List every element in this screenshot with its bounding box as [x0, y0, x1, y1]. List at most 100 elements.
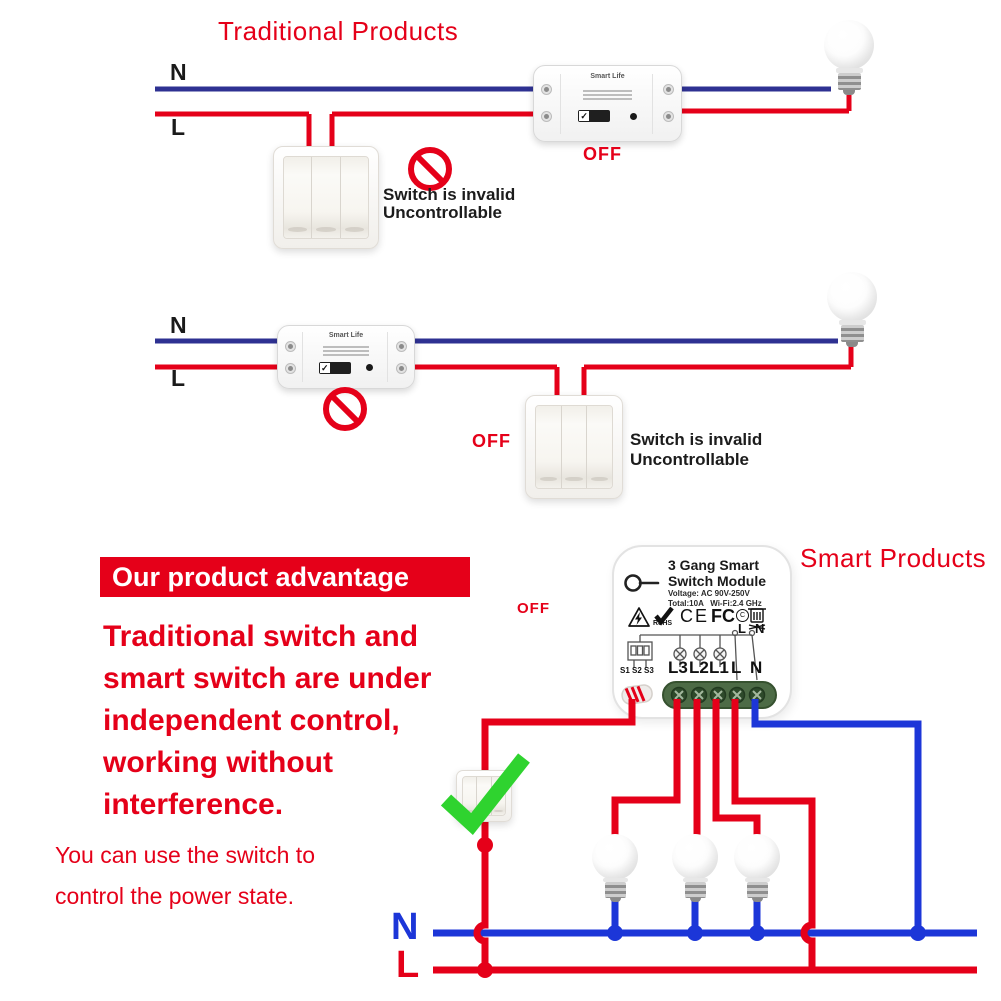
d2-invalid-line2: Uncontrollable [630, 450, 750, 469]
screw-icon [396, 340, 408, 352]
d2-l-label: L [171, 365, 186, 391]
bulb-screw-base [837, 73, 861, 90]
bulb-neck [835, 68, 863, 73]
module-title-line1: 3 Gang Smart [668, 557, 760, 573]
bulb-glass [592, 834, 638, 880]
d1-invalid-line2: Uncontrollable [383, 203, 503, 222]
power-button-icon [366, 364, 374, 372]
screw-icon [396, 363, 408, 375]
d2-n-label: N [170, 312, 187, 338]
s-terminals-label: S1 S2 S3 [620, 666, 654, 675]
d2-live-wire [155, 344, 854, 397]
brand-label: Smart Life [590, 72, 625, 80]
prohibition-icon [408, 147, 452, 191]
advantage-line-3: independent control, [103, 704, 400, 737]
l1-wire [712, 699, 761, 840]
switch-plate [535, 405, 613, 489]
light-bulb-2 [827, 272, 877, 347]
bulb-glass [672, 834, 718, 880]
advantage-banner-text: Our product advantage [112, 562, 410, 592]
rocker [463, 777, 478, 815]
fcc-mark: FC [711, 606, 735, 626]
mini-n-label: N [755, 621, 765, 636]
bulb-neck [838, 320, 866, 325]
divider [560, 73, 562, 134]
weee-bin-icon [748, 608, 766, 630]
switch-return-wire [473, 818, 489, 970]
divider [386, 332, 388, 382]
rohs-label: RoHS [653, 620, 673, 627]
warning-icon [628, 607, 650, 627]
rocker [284, 157, 313, 238]
terminal-label-n: N [750, 658, 763, 677]
ce-mark: CE [680, 606, 710, 626]
bulb-screw-base [604, 882, 626, 898]
bulb-tip [846, 342, 858, 347]
brand-label: Smart Life [328, 331, 364, 339]
bulb-tip [751, 898, 763, 902]
screw-icon [662, 84, 674, 95]
power-button-icon [629, 112, 637, 120]
green-check-icon [440, 753, 530, 836]
d1-invalid-line1: Switch is invalid [383, 185, 516, 204]
advantage-line-1: Traditional switch and [103, 620, 419, 653]
smart-off-label: OFF [517, 600, 550, 617]
d1-n-label: N [170, 59, 187, 85]
bus-l-label: L [396, 944, 420, 986]
bulb-screw-base [840, 325, 864, 342]
advantage-line-5: interference. [103, 788, 284, 821]
module-title-line2: Switch Module [668, 573, 766, 589]
bulb-neck [602, 878, 628, 882]
bulb-glass [827, 272, 877, 322]
fcc-circle-c: C [736, 609, 749, 622]
rocker [312, 157, 341, 238]
spec-text-lines [582, 90, 633, 101]
bulb-glass [824, 20, 874, 70]
smart-title: Smart Products [800, 543, 987, 573]
wall-switch-2 [525, 395, 623, 499]
terminal-label-l3: L3 [668, 658, 688, 677]
d1-off-label: OFF [583, 144, 622, 164]
d2-off-label: OFF [472, 431, 511, 451]
twisted-wire-connector [621, 684, 653, 705]
bulb-screw-base [746, 882, 768, 898]
light-bulb-1 [824, 20, 874, 95]
l3-wire [611, 699, 681, 840]
switch-plate [283, 156, 369, 239]
terminal-label-l: L [731, 658, 742, 677]
terminal-label-l1: L1 [709, 658, 729, 677]
screw-icon [541, 84, 553, 95]
terminal-schematic [627, 629, 758, 681]
wall-switch-1 [273, 146, 379, 249]
divider [302, 332, 304, 382]
bulb-tip [689, 898, 701, 902]
bulb-glass [734, 834, 780, 880]
bulb-tip [609, 898, 621, 902]
bulb-neutral-drops [611, 900, 761, 930]
blue-junction-dots [607, 925, 926, 941]
light-bulb-3 [592, 834, 638, 902]
module-spec-voltage: Voltage: AC 90V-250V [668, 589, 750, 598]
screw-icon [284, 340, 296, 352]
module-schematic [621, 574, 777, 709]
wifi-breaker-module-2: Smart Life [277, 325, 415, 389]
rocker [587, 406, 612, 488]
rocker [536, 406, 562, 488]
bulb-tip [843, 90, 855, 95]
screw-icon [541, 111, 553, 122]
d1-live-wire [155, 95, 852, 148]
wifi-breaker-module-1: Smart Life [533, 65, 682, 142]
smart-switch-module: 3 Gang Smart Switch Module Voltage: AC 9… [612, 545, 792, 719]
check-logo [578, 109, 611, 122]
note-line-2: control the power state. [55, 883, 295, 909]
module-spec-current: Total:10A Wi-Fi:2.4 GHz [668, 599, 762, 608]
traditional-title: Traditional Products [218, 16, 459, 46]
screw-icon [284, 363, 296, 375]
terminal-label-l2: L2 [689, 658, 709, 677]
terminal-block [662, 681, 777, 709]
d1-l-label: L [171, 114, 186, 140]
light-bulb-5 [734, 834, 780, 902]
prohibition-icon [323, 387, 367, 431]
red-junction-dots [477, 837, 493, 978]
